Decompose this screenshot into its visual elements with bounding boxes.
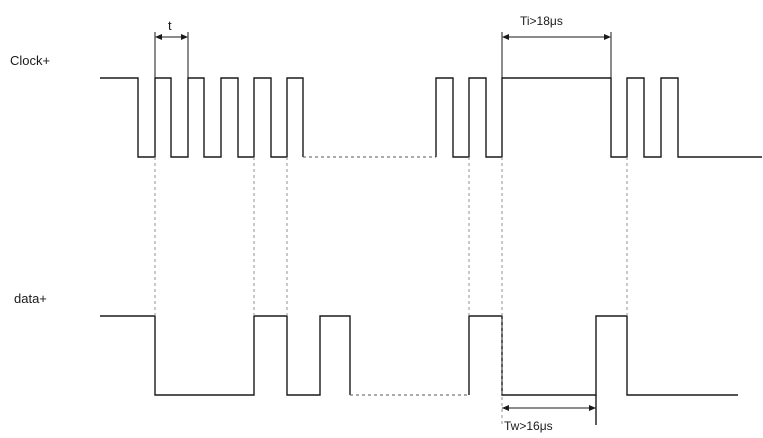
clock-signal-label: Clock+	[10, 53, 50, 68]
wait-time-label: Tw>16μs	[504, 419, 553, 433]
period-label: t	[168, 18, 172, 33]
idle-time-label: Ti>18μs	[520, 14, 563, 28]
clock-waveform-first-burst	[100, 77, 304, 158]
data-signal-label: data+	[14, 291, 47, 306]
data-waveform-second-section	[468, 315, 738, 396]
clock-waveform-second-burst	[435, 77, 762, 158]
data-waveform-first-section	[100, 315, 351, 396]
wait-time-dimension	[502, 405, 596, 411]
idle-time-dimension	[501, 32, 612, 78]
period-dimension	[154, 32, 189, 78]
